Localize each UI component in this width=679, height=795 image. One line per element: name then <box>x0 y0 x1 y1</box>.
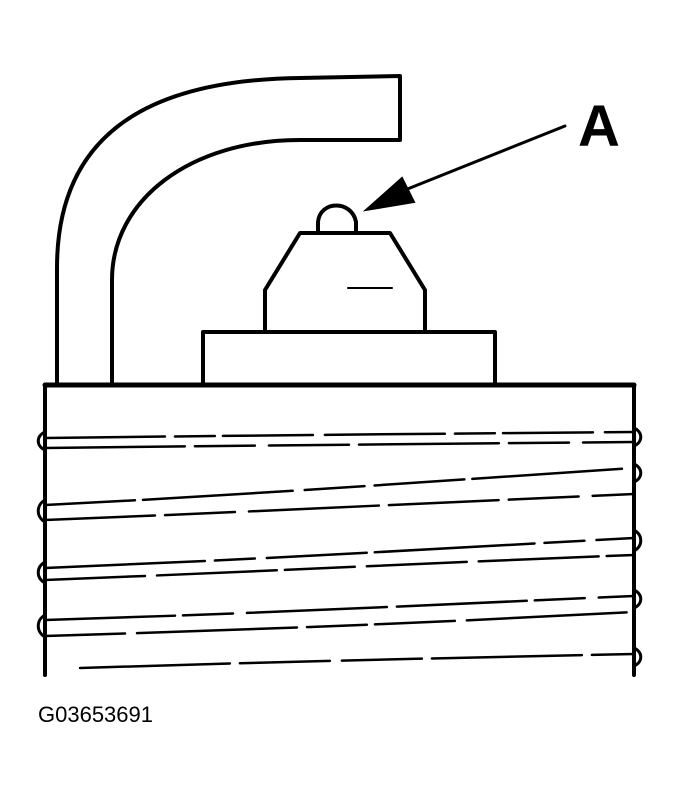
callout-label-a: A <box>578 94 620 159</box>
shell-step <box>201 330 497 387</box>
ground-electrode <box>55 74 402 387</box>
figure-id: G03653691 <box>38 702 153 727</box>
callout-arrow <box>362 124 567 212</box>
center-electrode-tip <box>316 203 358 235</box>
insulator-nose <box>263 231 427 332</box>
threaded-shell <box>36 382 643 677</box>
